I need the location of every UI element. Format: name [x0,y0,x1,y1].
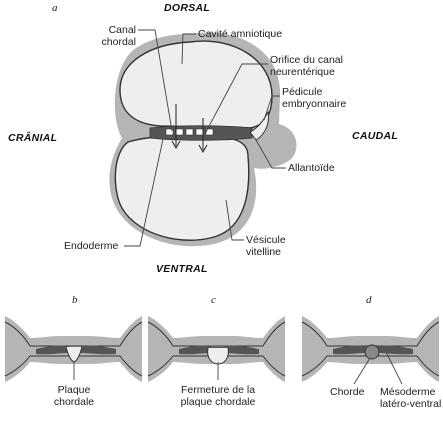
label-chorde: Chorde [330,386,365,398]
panel-b-amnion-line [4,321,143,347]
leader-cavite-amniotique [181,33,196,65]
allantois [249,110,269,141]
panel-d-notochord [364,344,380,360]
panel-d-drawing [301,316,440,385]
orientation-cranial: CRÂNIAL [8,132,58,144]
label-orifice-canal: Orifice du canal neurentérique [270,54,343,78]
label-fermeture-plaque: Fermeture de la plaque chordale [180,384,256,408]
canal-arrow-head [171,140,181,150]
label-allantoide: Allantoïde [288,162,335,174]
neurenteric-arrow-head [198,144,208,154]
label-endoderme: Endoderme [64,240,119,252]
orientation-dorsal: DORSAL [164,2,211,14]
leader-vesicule [225,199,244,241]
label-cavite-amniotique: Cavité amniotique [198,28,283,40]
label-vesicule-vitelline: Vésicule vitelline [246,234,286,258]
label-pedicule: Pédicule embryonnaire [282,86,347,110]
panel-a-letter: a [52,2,58,14]
leader-pedicule [263,95,280,121]
leader-orifice-canal [205,63,268,133]
panel-c-amnion-line [147,321,286,347]
panel-d-leader-chorde [353,357,371,385]
label-mesoderme-lateroventral: Mésoderme latéro-ventral [380,386,442,410]
panel-b-drawing [4,316,143,382]
panel-a-drawing [109,32,297,247]
chordal-canal-cell [175,128,184,136]
leader-endoderme [124,138,164,247]
panel-d-letter: d [366,294,372,306]
label-canal-chordal: Canal chordal [101,24,136,48]
panel-d-leader-mesoderme [385,351,403,385]
leader-allantoide [255,139,286,169]
amniotic-cavity-sac [119,40,273,129]
chordal-canal-cell [165,128,174,136]
panel-c-letter: c [211,294,216,306]
orientation-caudal: CAUDAL [352,130,399,142]
panel-a-leaders [124,29,286,247]
panel-c-drawing [147,316,286,382]
chordal-canal-cell [185,128,194,136]
leader-canal-chordal [138,29,173,132]
label-plaque-chordale: Plaque chordale [53,384,95,408]
panel-b-letter: b [72,294,78,306]
orientation-ventral: VENTRAL [156,263,208,275]
chordal-canal-cell [195,128,204,136]
